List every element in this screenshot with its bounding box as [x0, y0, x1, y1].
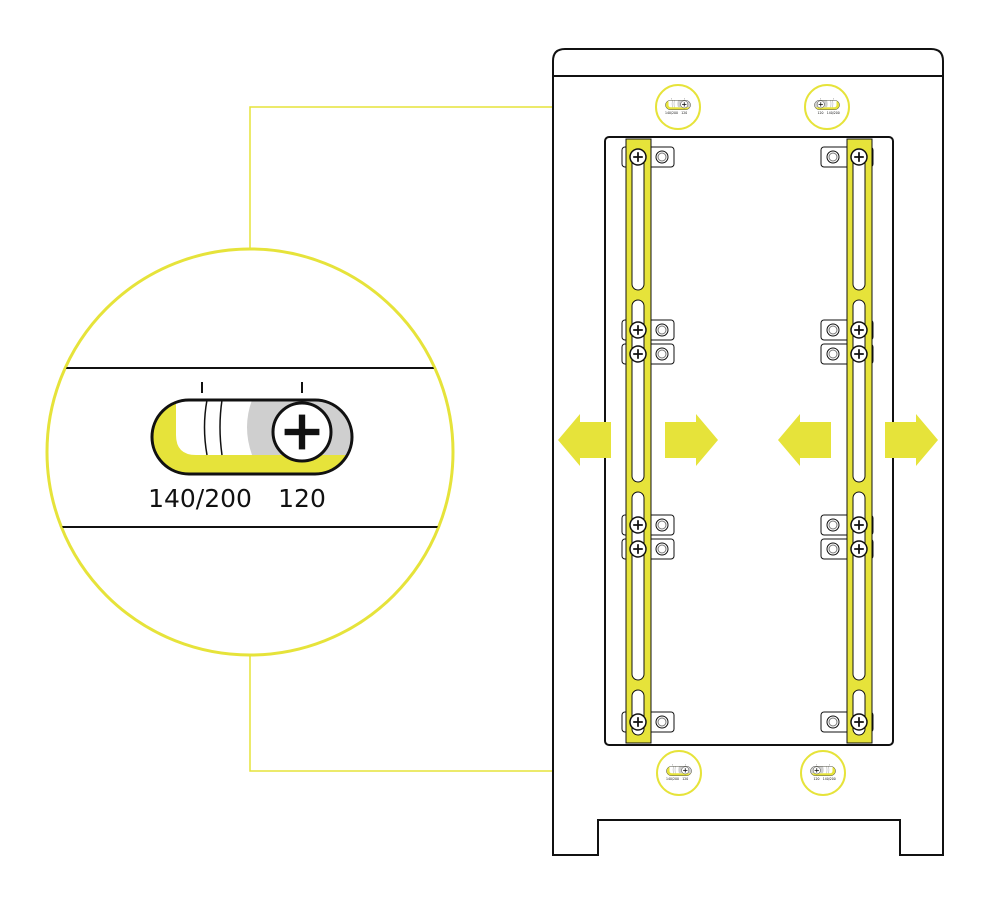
- slot-label-left: 120: [814, 777, 820, 781]
- screw-icon: [629, 148, 647, 166]
- screw-icon: [812, 766, 821, 775]
- slot-label-right: 140/200: [827, 111, 840, 115]
- screw-icon: [629, 713, 647, 731]
- slot-label-left: 140/200: [666, 777, 679, 781]
- right-fan-rail[interactable]: [820, 138, 874, 744]
- screw-icon: [681, 766, 690, 775]
- left-fan-rail[interactable]: [621, 138, 675, 744]
- screw-icon: [271, 401, 333, 463]
- screw-icon: [850, 148, 868, 166]
- screw-icon: [629, 321, 647, 339]
- slot-label-right: 140/200: [823, 777, 836, 781]
- screw-icon: [816, 100, 825, 109]
- fan-rails: [621, 138, 874, 744]
- arrow-left-icon: [558, 414, 611, 466]
- screw-icon: [850, 321, 868, 339]
- screw-icon: [850, 540, 868, 558]
- screw-icon: [629, 540, 647, 558]
- slot-label-left: 120: [818, 111, 824, 115]
- arrow-left-icon: [778, 414, 831, 466]
- screw-icon: [680, 100, 689, 109]
- zoom-callout: 140/200 120: [45, 247, 455, 657]
- screw-icon: [850, 345, 868, 363]
- case-panel: [552, 48, 944, 856]
- arrow-right-icon: [885, 414, 938, 466]
- slot-label-left: 140/200: [148, 484, 252, 513]
- slot-label-right: 120: [278, 484, 326, 513]
- screw-icon: [629, 516, 647, 534]
- slot-label-right: 120: [682, 777, 688, 781]
- slot-label-right: 120: [681, 111, 687, 115]
- slider-slot: 140/200 120: [148, 382, 354, 513]
- direction-arrows: [558, 414, 938, 466]
- slot-label-left: 140/200: [665, 111, 678, 115]
- arrow-right-icon: [665, 414, 718, 466]
- screw-icon: [850, 713, 868, 731]
- screw-icon: [629, 345, 647, 363]
- screw-icon: [850, 516, 868, 534]
